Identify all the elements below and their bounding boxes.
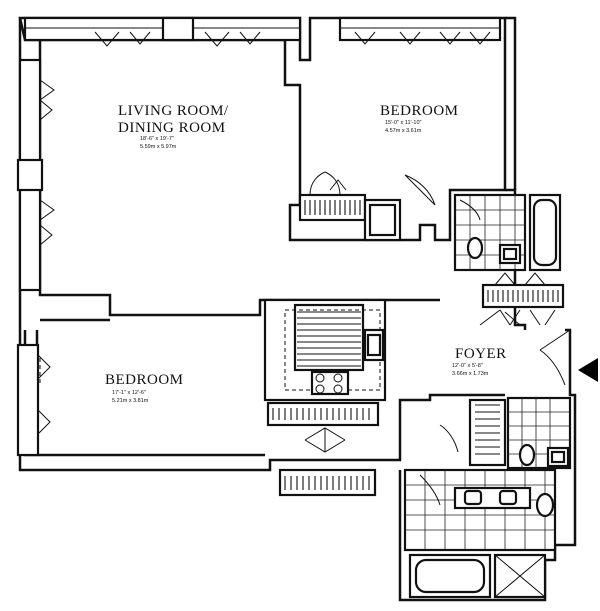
foyer-name: FOYER	[455, 346, 507, 362]
foyer-doors	[479, 309, 571, 386]
linen-closet	[439, 398, 507, 467]
bath3	[403, 468, 557, 599]
bath2	[506, 396, 572, 470]
bedroom1-label: BEDROOM 15'-0" x 11'-10" 4.57m x 3.61m	[380, 103, 459, 134]
bath1	[453, 193, 562, 272]
bedroom2-window	[16, 343, 51, 457]
bedroom2-dim-metric: 5.21m x 3.81m	[112, 398, 149, 404]
bedroom2-closet	[278, 468, 377, 497]
living-room-name-2: DINING ROOM	[118, 120, 226, 136]
living-room-name-1: LIVING ROOM/	[118, 103, 229, 119]
living-room-dim-imperial: 18'-6" x 19'-7"	[140, 136, 174, 142]
bedroom2-name: BEDROOM	[105, 372, 184, 388]
foyer-closet	[481, 272, 565, 326]
foyer-dim-metric: 3.66m x 1.73m	[452, 371, 489, 377]
living-windows	[16, 16, 302, 292]
bedroom1-closet	[298, 171, 436, 242]
bedroom2-dim-imperial: 17'-1" x 12'-6"	[112, 390, 146, 396]
bedroom1-window	[338, 16, 502, 45]
bedroom2-label: BEDROOM 17'-1" x 12'-6" 5.21m x 3.81m	[105, 372, 184, 404]
bedroom1-dim-imperial: 15'-0" x 11'-10"	[385, 120, 422, 126]
living-room-label: LIVING ROOM/ DINING ROOM 18'-6" x 19'-7"…	[118, 103, 229, 150]
bedroom1-name: BEDROOM	[380, 103, 459, 119]
kitchen	[263, 298, 387, 402]
hall-closet	[266, 401, 380, 453]
entry-arrow-icon	[578, 358, 598, 382]
bedroom1-dim-metric: 4.57m x 3.61m	[385, 128, 422, 134]
foyer-label: FOYER 12'-0" x 5'-8" 3.66m x 1.73m	[452, 346, 507, 377]
foyer-dim-imperial: 12'-0" x 5'-8"	[452, 363, 483, 369]
living-room-dim-metric: 5.59m x 5.97m	[140, 144, 177, 150]
